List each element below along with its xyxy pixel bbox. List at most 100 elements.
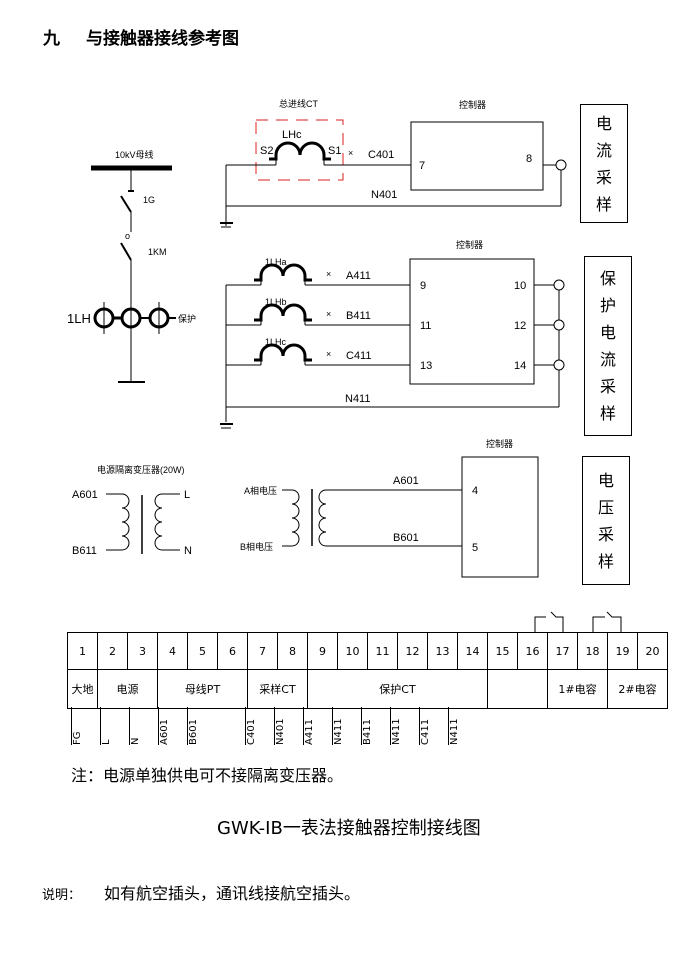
side-label-current-sampling: 电流采样 (580, 104, 628, 223)
explanation-label: 说明： (42, 888, 82, 903)
section-title: 与接触器接线参考图 (86, 29, 239, 49)
side-label-char: 电 (597, 470, 614, 490)
pt-a-phase-label: A相电压 (244, 485, 277, 496)
pin-5: 5 (472, 542, 478, 554)
isolator-switch (120, 195, 132, 213)
terminal-group: 电源 (97, 669, 158, 709)
page-title: 九 与接触器接线参考图 (43, 24, 239, 49)
side-label-char: 电 (595, 113, 612, 133)
terminal-group (487, 669, 548, 709)
section-number: 九 (43, 29, 60, 49)
terminal-3: 3 (127, 632, 158, 670)
iso-secondary-coil (154, 493, 180, 551)
wire-c401-label: C401 (368, 149, 394, 161)
side-label-char: 保 (599, 269, 616, 288)
side-label-char: 护 (599, 296, 616, 315)
side-label-char: 采 (597, 524, 614, 544)
polarity-mark: × (348, 148, 353, 158)
terminal-16: 16 (517, 632, 548, 670)
terminal-2: 2 (97, 632, 128, 670)
note-text: 注：电源单独供电可不接隔离变压器。 (71, 766, 344, 785)
wire-label: B411 (361, 707, 373, 745)
terminal-13: 13 (427, 632, 458, 670)
pin-7: 7 (419, 160, 425, 172)
contactor-switch (120, 242, 132, 261)
diagram-caption: GWK-IB一表法接触器控制接线图 (217, 818, 481, 839)
side-label-char: 样 (595, 194, 612, 214)
iso-n-label: N (184, 545, 192, 557)
explanation-text: 如有航空插头，通讯线接航空插头。 (104, 884, 361, 903)
wire-label: L (100, 707, 112, 745)
coil-name: 1LHc (265, 337, 287, 347)
capacitor2-contact (592, 611, 622, 632)
terminal-6: 6 (217, 632, 248, 670)
terminal-4: 4 (157, 632, 188, 670)
terminal-group: 采样CT (247, 669, 308, 709)
terminal-group: 母线PT (157, 669, 248, 709)
terminal-19: 19 (607, 632, 638, 670)
metering-ct-circuit: 总进线CT LHc S2 S1 × C401 控制器 7 8 N401 (220, 98, 567, 228)
ct-coil-label: LHc (282, 129, 302, 141)
side-label-voltage-sampling: 电压采样 (582, 456, 630, 585)
controller-box-2 (409, 258, 535, 385)
side-label-char: 压 (597, 497, 614, 517)
coil-name: 1LHb (265, 297, 287, 307)
polarity-mark: × (326, 269, 331, 279)
wire-label: N411 (332, 707, 344, 745)
pin-8: 8 (526, 153, 532, 165)
protection-ct-coil (254, 303, 312, 322)
iso-l-label: L (184, 489, 190, 501)
controller-label-1: 控制器 (459, 99, 486, 110)
terminal-17: 17 (547, 632, 578, 670)
coil-name: 1LHa (265, 257, 287, 267)
wire-label: C411 (346, 350, 371, 362)
side-label-char: 采 (595, 167, 612, 187)
wire-b601-label: B601 (393, 532, 419, 544)
ct-coil (269, 141, 331, 161)
controller-label-2: 控制器 (456, 239, 483, 250)
iso-a601-label: A601 (72, 489, 98, 501)
terminal-15: 15 (487, 632, 518, 670)
bus-label: 10kV母线 (115, 149, 154, 160)
terminal-group: 1#电容 (547, 669, 608, 709)
controller-box-1 (410, 121, 544, 191)
terminal-20: 20 (637, 632, 668, 670)
side-label-char: 样 (597, 551, 614, 571)
pin-in: 11 (420, 320, 431, 332)
wire-n411-label: N411 (345, 393, 370, 405)
polarity-mark: × (326, 309, 331, 319)
iso-transformer-label: 电源隔离变压器(20W) (97, 464, 185, 475)
pt-b-phase-label: B相电压 (240, 541, 273, 552)
side-label-protection-current-sampling: 保护电流采样 (584, 256, 632, 436)
side-label-char: 流 (599, 350, 616, 369)
terminal-group: 2#电容 (607, 669, 668, 709)
terminal-circle (555, 159, 567, 171)
pt-primary-coil (282, 489, 300, 547)
pin-in: 13 (420, 360, 432, 372)
pin-in: 9 (420, 280, 426, 292)
polarity-mark: × (326, 349, 331, 359)
switch2-label: 1KM (148, 247, 167, 257)
protect-label: 保护 (178, 313, 196, 324)
protection-ct-coil (254, 263, 312, 282)
pin-out: 14 (514, 360, 526, 372)
wire-label: FG (71, 707, 83, 745)
side-label-char: 样 (599, 404, 616, 423)
terminal-circle (553, 319, 565, 331)
wire-label: B411 (346, 310, 371, 322)
wire-label: C401 (245, 707, 257, 745)
wire-label: C411 (419, 707, 431, 745)
single-line-diagram: 10kV母线 1G o 1KM 1LH 保护 (67, 149, 196, 383)
protection-ct-coil (254, 343, 312, 362)
terminal-14: 14 (457, 632, 488, 670)
wire-label: N411 (390, 707, 402, 745)
terminal-8: 8 (277, 632, 308, 670)
controller-box-3 (461, 456, 539, 578)
terminal-1: 1 (67, 632, 98, 670)
wire-n401-label: N401 (371, 189, 397, 201)
terminal-12: 12 (397, 632, 428, 670)
